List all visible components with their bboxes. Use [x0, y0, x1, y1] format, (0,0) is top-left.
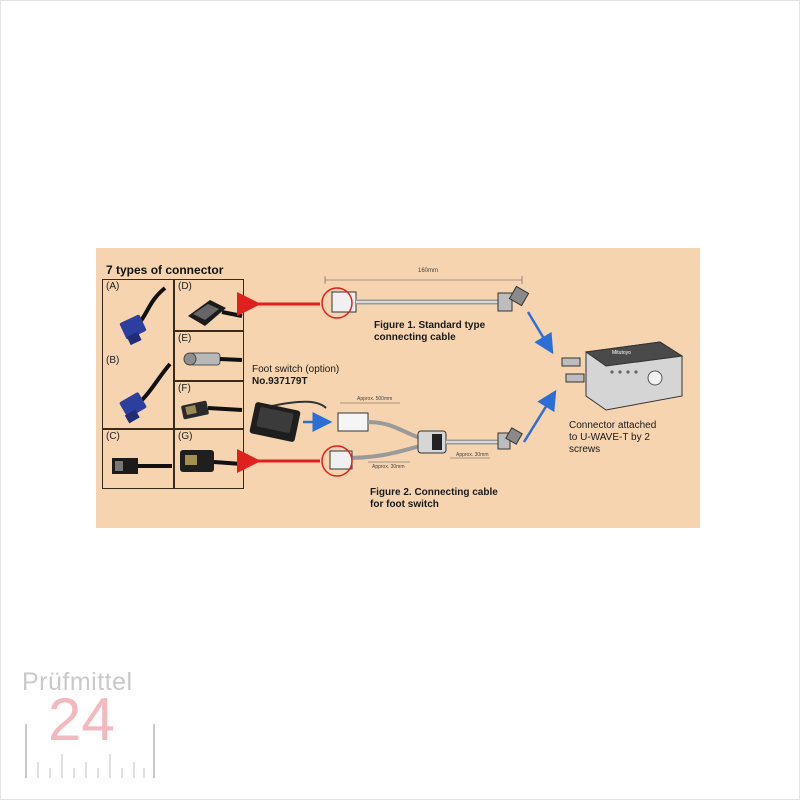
figure1-line1: Figure 1. Standard type [374, 320, 486, 331]
connector-cell-f: (F) [174, 381, 244, 429]
connector-c-illustration [112, 458, 172, 474]
connector-attached-caption: Connector attached to U-WAVE-T by 2 scre… [569, 420, 656, 456]
logo-number: 24 [48, 686, 115, 753]
connector-letter: (G) [178, 431, 193, 442]
connector-cell-e: (E) [174, 331, 244, 381]
figure2-line1: Figure 2. Connecting cable [370, 487, 498, 498]
figure1-line2: connecting cable [374, 332, 456, 343]
dimension-approx-500mm: Approx. 500mm [357, 396, 393, 402]
foot-switch-line1: Foot switch (option) [252, 364, 340, 375]
connector-attached-line2: to U-WAVE-T by 2 [569, 432, 650, 443]
dimension-160mm: 160mm [418, 268, 439, 274]
connector-f-illustration [181, 400, 243, 420]
connector-a-illustration [119, 286, 167, 346]
figure2-caption: Figure 2. Connecting cable for foot swit… [370, 487, 498, 511]
figure1-caption: Figure 1. Standard type connecting cable [374, 320, 485, 344]
blue-arrow-bottom [522, 389, 557, 443]
connector-g-illustration [180, 450, 243, 472]
device-brand-label: Mitutoyo [612, 350, 631, 356]
figure2-line2: for foot switch [370, 499, 439, 510]
connector-letter: (C) [106, 431, 120, 442]
dimension-approx-30mm-right: Approx. 30mm [456, 452, 489, 458]
logo-brand-text: Prüfmittel [22, 668, 133, 696]
connector-b-illustration [119, 362, 172, 424]
highlight-circle-top [321, 287, 353, 319]
connector-cell-c: (C) [102, 429, 174, 489]
standard-cable-illustration [321, 276, 530, 319]
blue-arrow-top [526, 311, 554, 355]
connector-letter: (A) [106, 281, 120, 292]
foot-switch-caption: Foot switch (option) No.937179T [252, 364, 339, 388]
foot-switch-line2: No.937179T [252, 376, 308, 387]
connector-e-illustration [183, 352, 243, 366]
u-wave-t-device-illustration [561, 341, 684, 411]
highlight-circle-bottom [321, 445, 353, 477]
connector-d-illustration [188, 300, 243, 326]
dimension-approx-30mm-left: Approx. 30mm [372, 464, 405, 470]
connector-letter: (D) [178, 281, 192, 292]
connector-attached-line3: screws [569, 444, 601, 455]
connector-letter: (E) [178, 333, 192, 344]
connector-letter: (F) [178, 383, 191, 394]
foot-switch-illustration [249, 400, 327, 442]
logo-ruler-icon [25, 724, 155, 778]
connector-letter: (B) [106, 355, 120, 366]
connector-attached-line1: Connector attached [569, 420, 657, 431]
connector-types-heading: 7 types of connector [106, 263, 224, 277]
foot-switch-cable-illustration [321, 402, 523, 477]
connector-cell-b: (B) [102, 354, 174, 429]
